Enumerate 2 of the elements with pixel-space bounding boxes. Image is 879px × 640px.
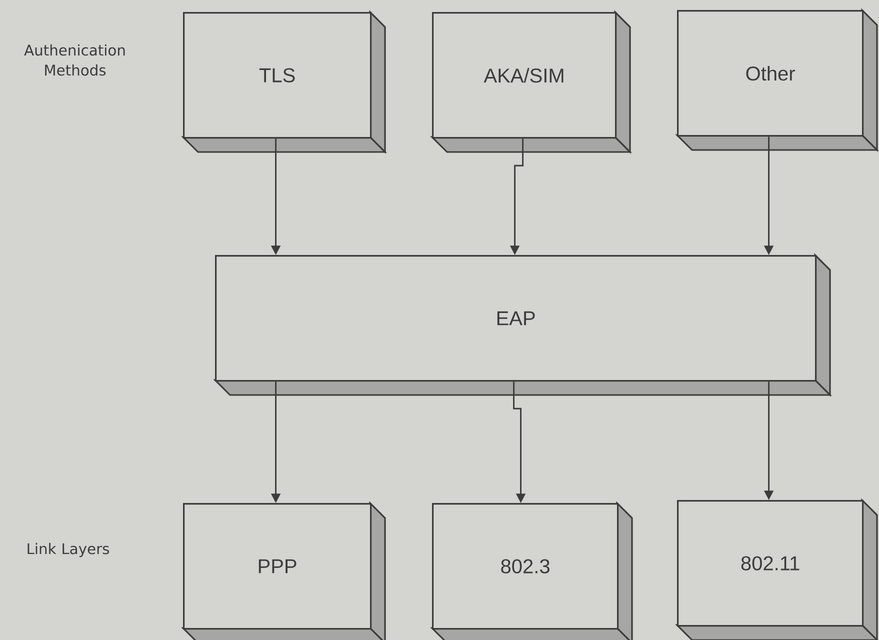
layer-label: Authenication Methods [24, 44, 125, 76]
layer-label: Link Layers [28, 542, 109, 558]
